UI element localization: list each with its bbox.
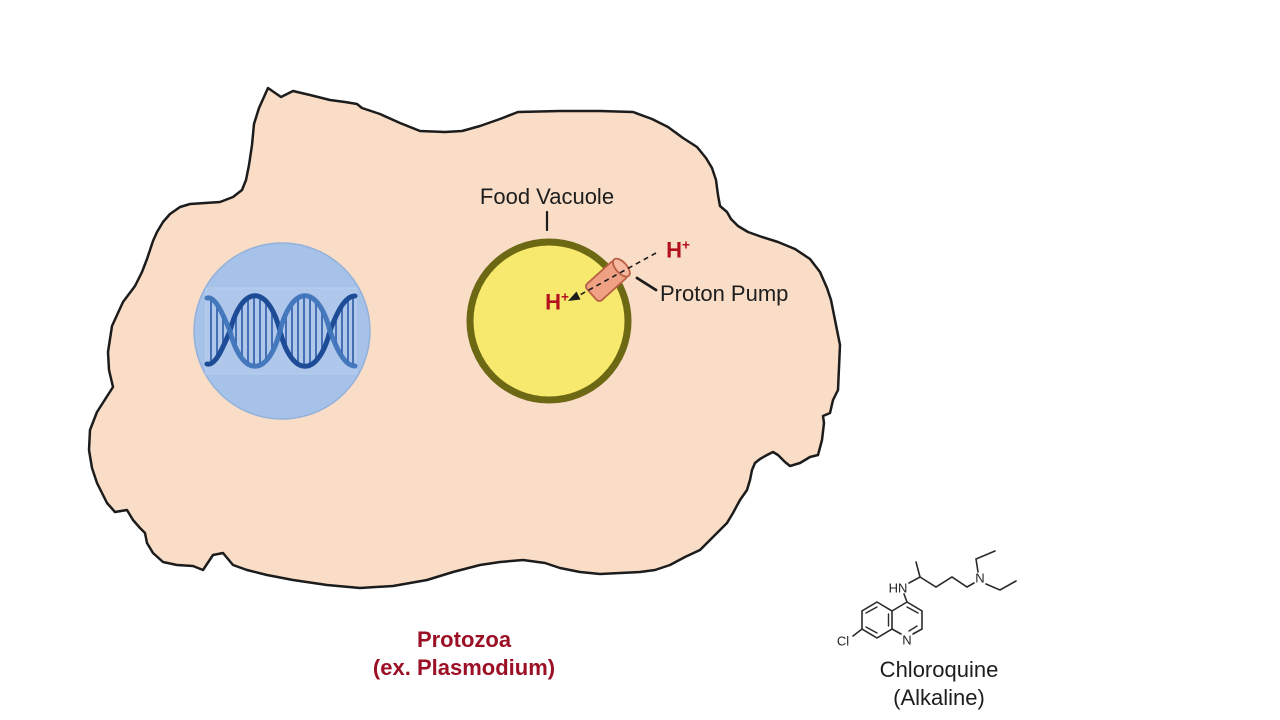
dna-helix-icon	[204, 293, 358, 369]
h-plus-sup: +	[560, 289, 569, 305]
protozoa-caption: Protozoa (ex. Plasmodium)	[373, 626, 555, 682]
food-vacuole-label: Food Vacuole	[479, 184, 615, 209]
chloroquine-state: (Alkaline)	[893, 685, 985, 710]
h-plus-base: H	[545, 289, 561, 315]
h-plus-transport-arrow	[568, 252, 657, 301]
h-plus-inside-label: H+	[545, 290, 569, 313]
chloroquine-caption: Chloroquine (Alkaline)	[880, 656, 999, 712]
protozoa-cell-shape	[87, 86, 842, 590]
amine-h-atom-label: HN	[888, 580, 908, 596]
proton-pump-label: Proton Pump	[660, 281, 789, 306]
h-plus-sup: +	[681, 237, 690, 253]
food-vacuole-circle	[466, 238, 632, 404]
h-plus-base: H	[666, 237, 682, 263]
chlorine-atom-label: Cl	[836, 633, 850, 649]
h-plus-outside-label: H+	[666, 238, 690, 261]
ring-nitrogen-atom-label: N	[902, 632, 912, 648]
proton-pump-pointer-line	[635, 276, 658, 292]
protozoa-caption-line2: (ex. Plasmodium)	[372, 655, 556, 680]
chloroquine-structure	[852, 550, 1017, 639]
chloroquine-name: Chloroquine	[879, 657, 999, 682]
tertiary-nitrogen-atom-label: N	[975, 570, 985, 586]
protozoa-caption-line1: Protozoa	[416, 627, 512, 652]
